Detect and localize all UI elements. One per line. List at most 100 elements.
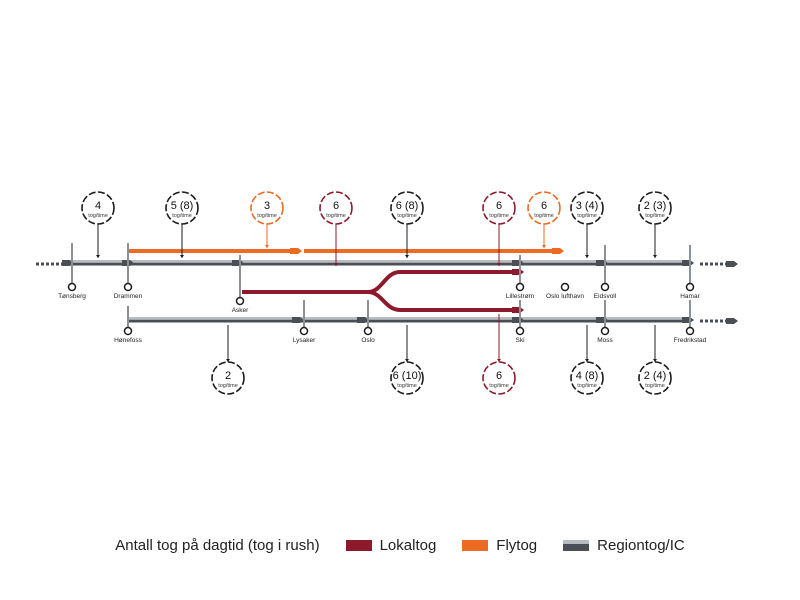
- badge-unit-oslo-east: tog/time: [397, 213, 417, 219]
- station-oslo-lufthavn-label: Oslo lufthavn: [546, 293, 584, 300]
- badge-unit-lokaltog-lillestrom: tog/time: [489, 213, 509, 219]
- train-icon: [512, 307, 524, 313]
- leader-arrow-lokaltog-lillestrom: [497, 263, 501, 266]
- badge-ring-ski-moss: [570, 361, 604, 395]
- train-icon: [682, 317, 694, 323]
- badge-ring-flytog-gardermoen: [527, 191, 561, 225]
- leader-arrow-flytog-gardermoen: [542, 245, 546, 248]
- leader-arrow-oslo-sentral: [405, 359, 409, 362]
- station-eidsvoll-label: Eidsvoll: [594, 293, 617, 300]
- badge-value-oslo-east: 6 (8): [396, 200, 419, 212]
- station-tonsberg-dot: [67, 282, 77, 292]
- badge-unit-lokaltog-ski: tog/time: [489, 383, 509, 389]
- legend-item-lokaltog: Lokaltog: [345, 537, 437, 554]
- station-oslo-label: Oslo: [361, 337, 375, 344]
- train-icons: [62, 248, 738, 324]
- badge-unit-eidsvoll-hamar: tog/time: [645, 213, 665, 219]
- station-eidsvoll-dot: [600, 282, 610, 292]
- badge-value-ringerike: 2: [225, 370, 231, 382]
- badge-unit-ski-moss: tog/time: [577, 383, 597, 389]
- badge-ring-eidsvoll-hamar: [638, 191, 672, 225]
- leader-arrow-drammen-oslo: [180, 255, 184, 258]
- track-lines: [72, 249, 690, 323]
- lokaltog-swatch: [345, 540, 372, 551]
- leader-arrow-lufthavn-eidsvoll: [585, 255, 589, 258]
- leader-arrow-oslo-east: [405, 255, 409, 258]
- station-fredrikstad-label: Fredrikstad: [674, 337, 707, 344]
- badge-ring-oslo-sentral: [390, 361, 424, 395]
- regiontog-swatch: [563, 540, 590, 551]
- badge-value-drammen-oslo: 5 (8): [171, 200, 194, 212]
- badge-value-lokaltog-ski: 6: [496, 370, 502, 382]
- lokaltog-track-south: [367, 290, 520, 312]
- legend-item-flytog: Flytog: [462, 537, 537, 554]
- station-oslo-dot: [363, 326, 373, 336]
- badge-unit-flytog-west: tog/time: [257, 213, 277, 219]
- legend-item-regiontog: Regiontog/IC: [563, 537, 685, 554]
- station-honefoss-label: Hønefoss: [114, 337, 143, 344]
- station-ski-dot: [515, 326, 525, 336]
- leader-arrow-lokaltog-ski: [497, 359, 501, 362]
- leader-arrow-lokaltog-west: [334, 263, 338, 266]
- station-hamar-dot: [685, 282, 695, 292]
- badge-ring-ringerike: [211, 361, 245, 395]
- leader-arrow-flytog-west: [265, 245, 269, 248]
- station-drammen-label: Drammen: [114, 293, 143, 300]
- badge-unit-drammen-oslo: tog/time: [172, 213, 192, 219]
- station-asker-dot: [235, 296, 245, 306]
- badge-value-lokaltog-lillestrom: 6: [496, 200, 502, 212]
- train-icon: [726, 318, 738, 324]
- station-honefoss-dot: [123, 326, 133, 336]
- legend-label-flytog: Flytog: [496, 537, 538, 554]
- train-icon: [726, 261, 738, 267]
- badge-value-ski-moss: 4 (8): [576, 370, 599, 382]
- train-icon: [512, 269, 524, 275]
- badge-unit-moss-fredrikstad: tog/time: [645, 383, 665, 389]
- station-fredrikstad-dot: [685, 326, 695, 336]
- train-icon: [357, 317, 369, 323]
- train-icon: [290, 248, 302, 254]
- legend: Antall tog på dagtid (tog i rush) Lokalt…: [0, 537, 800, 554]
- station-moss-label: Moss: [597, 337, 613, 344]
- station-drammen-dot: [123, 282, 133, 292]
- badge-value-lufthavn-eidsvoll: 3 (4): [576, 200, 599, 212]
- badge-value-eidsvoll-hamar: 2 (3): [644, 200, 667, 212]
- station-lillestrom-dot: [515, 282, 525, 292]
- badge-ring-flytog-west: [250, 191, 284, 225]
- badge-unit-vestfold: tog/time: [88, 213, 108, 219]
- badge-value-flytog-west: 3: [264, 200, 270, 212]
- badge-value-lokaltog-west: 6: [333, 200, 339, 212]
- badge-value-vestfold: 4: [95, 200, 101, 212]
- lokaltog-track-north: [242, 270, 520, 294]
- station-hamar-label: Hamar: [680, 293, 700, 300]
- badge-ring-moss-fredrikstad: [638, 361, 672, 395]
- station-lysaker-dot: [299, 326, 309, 336]
- station-oslo-lufthavn-dot: [560, 282, 570, 292]
- station-lillestrom-label: Lillestrøm: [506, 293, 534, 300]
- badge-unit-flytog-gardermoen: tog/time: [534, 213, 554, 219]
- legend-label-lokaltog: Lokaltog: [379, 537, 437, 554]
- station-tonsberg-label: Tønsberg: [58, 293, 86, 300]
- badge-ring-lufthavn-eidsvoll: [570, 191, 604, 225]
- station-asker-label: Asker: [232, 307, 249, 314]
- train-icon: [292, 317, 304, 323]
- train-icon: [552, 248, 564, 254]
- station-ski-label: Ski: [515, 337, 524, 344]
- station-lysaker-label: Lysaker: [293, 337, 316, 344]
- leader-arrow-ringerike: [226, 359, 230, 362]
- leader-arrow-ski-moss: [585, 359, 589, 362]
- leader-arrow-eidsvoll-hamar: [653, 255, 657, 258]
- badge-ring-drammen-oslo: [165, 191, 199, 225]
- leader-lines: [96, 224, 657, 362]
- badge-ring-vestfold: [81, 191, 115, 225]
- legend-label-regiontog: Regiontog/IC: [597, 537, 685, 554]
- leader-arrow-moss-fredrikstad: [653, 359, 657, 362]
- badge-ring-lokaltog-lillestrom: [482, 191, 516, 225]
- badge-unit-lokaltog-west: tog/time: [326, 213, 346, 219]
- leader-arrow-vestfold: [96, 255, 100, 258]
- badge-ring-lokaltog-ski: [482, 361, 516, 395]
- badge-value-flytog-gardermoen: 6: [541, 200, 547, 212]
